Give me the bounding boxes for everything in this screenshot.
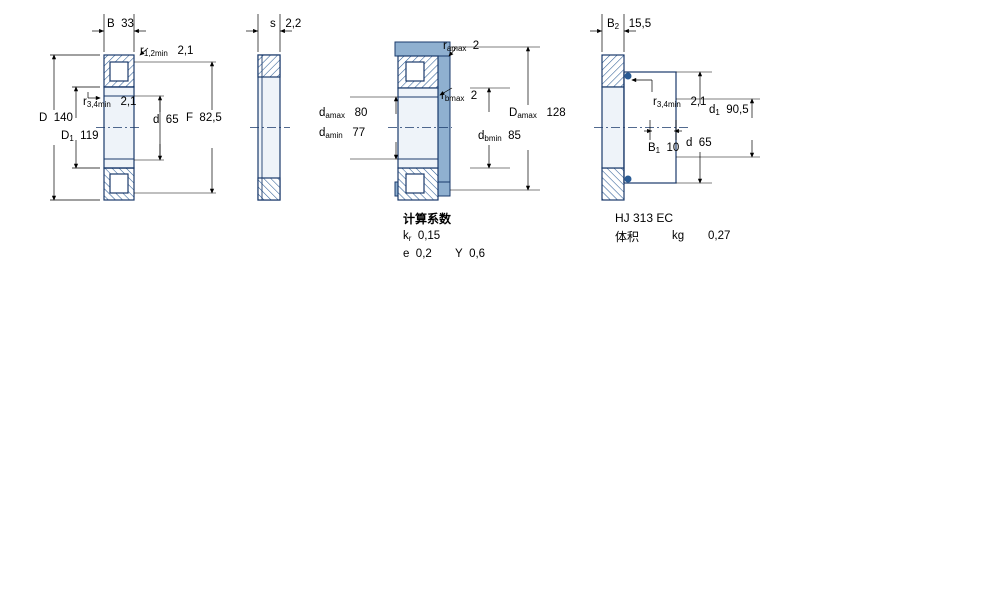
dim-B1: B1 10 (648, 142, 680, 155)
view-angle-ring (590, 14, 760, 201)
dim-r12min: r1,2min 2,1 (140, 45, 194, 58)
designation: HJ 313 EC (615, 211, 674, 225)
calc-factors-title: 计算系数 (403, 212, 452, 226)
dim-damin: damin 77 (319, 127, 366, 140)
dim-ramax: ramax 2 (443, 40, 480, 53)
factor-kr: kr 0,15 (403, 230, 441, 243)
dim-rbmax: rbmax 2 (441, 90, 478, 103)
dim-damax: damax 80 (319, 107, 368, 120)
dim-B: B 33 (107, 18, 134, 30)
factor-e: e 0,2 (403, 248, 432, 260)
dim-s: s 2,2 (270, 18, 302, 30)
dim-d: d 65 (153, 114, 179, 126)
factor-Y: Y 0,6 (455, 248, 486, 260)
view-front-section (50, 14, 216, 201)
dim-B2: B2 15,5 (607, 18, 652, 31)
dim-r34min: r3,4min 2,1 (83, 96, 137, 109)
mass-label: 体积 (615, 230, 640, 244)
dim-r34min-ring: r3,4min 2,1 (653, 96, 707, 109)
dim-F: F 82,5 (186, 112, 222, 124)
dim-D1: D1 119 (61, 130, 99, 143)
dim-dbmin: dbmin 85 (478, 130, 521, 143)
dim-Damax: Damax 128 (509, 107, 566, 120)
mass-value: 0,27 (708, 230, 731, 242)
dim-D: D 140 (39, 112, 73, 124)
view-abutment (350, 41, 540, 201)
dim-d1: d1 90,5 (709, 104, 749, 117)
mass-unit: kg (672, 230, 685, 242)
dim-d-ring: d 65 (686, 137, 712, 149)
view-side (246, 14, 292, 201)
